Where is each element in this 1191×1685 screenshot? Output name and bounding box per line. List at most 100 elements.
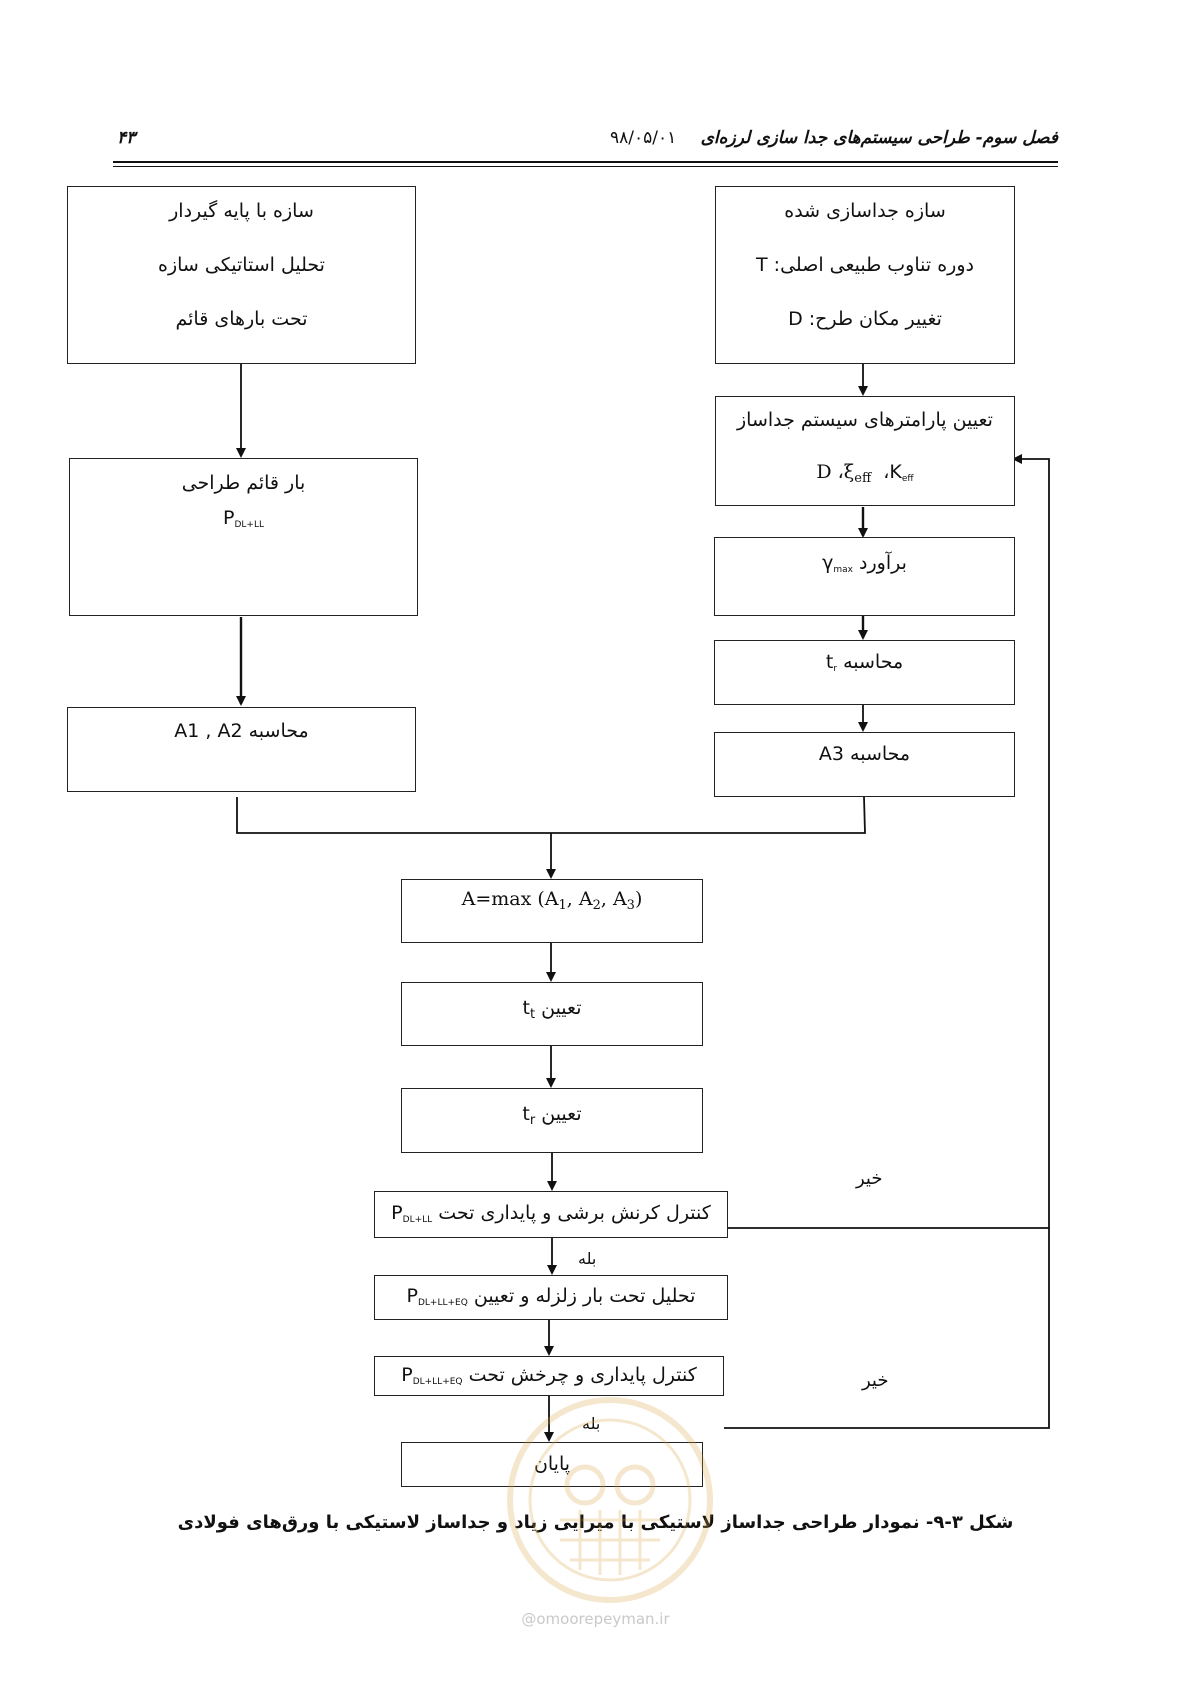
figure-caption: شکل ۳-۹- نمودار طراحی جداساز لاستیکی با … <box>177 1512 1014 1533</box>
decision-yes-1: بله <box>578 1249 597 1268</box>
end-box: پایان <box>401 1442 703 1487</box>
decision-no-2: خیر <box>862 1370 889 1391</box>
rotation-check-sub: DL+LL+EQ <box>412 1377 463 1387</box>
isolated-line2: دوره تناوب طبیعی اصلی: T <box>716 254 1014 276</box>
calc-a3-label: محاسبه <box>850 743 911 765</box>
param-d: D <box>816 461 832 483</box>
shear-check-symbol: P <box>391 1202 403 1224</box>
amax-sub2: 2 <box>592 898 601 913</box>
isolated-line2-label: دوره تناوب طبیعی اصلی: <box>773 254 974 276</box>
eq-analysis-box: تحلیل تحت بار زلزله و تعیین PDL+LL+EQ <box>374 1275 728 1320</box>
rotation-check-box: کنترل پایداری و چرخش تحت PDL+LL+EQ <box>374 1356 724 1396</box>
rotation-check-symbol-wrap: PDL+LL+EQ <box>401 1364 463 1387</box>
tr-calc-box: محاسبه tr <box>714 640 1015 705</box>
amax-mid2: , A <box>600 888 627 910</box>
fixed-base-line2: تحلیل استاتیکی سازه <box>158 254 325 276</box>
gamma-sub: max <box>833 565 853 575</box>
shear-check-symbol-wrap: PDL+LL <box>391 1202 432 1225</box>
isolated-line2-value: T <box>756 254 768 276</box>
tr-symbol: t <box>522 1103 530 1125</box>
watermark-url: @omoorepeyman.ir <box>521 1610 670 1628</box>
tt-box: تعیین tt <box>401 982 703 1046</box>
rotation-check-text: کنترل پایداری و چرخش تحت PDL+LL+EQ <box>375 1364 723 1387</box>
amax-formula: A=max (A1, A2, A3) <box>402 888 702 913</box>
header-date: ۹۸/۰۵/۰۱ <box>610 128 677 148</box>
shear-check-text: کنترل کرنش برشی و پایداری تحت PDL+LL <box>375 1202 727 1225</box>
design-load-label: بار قائم طراحی <box>181 472 306 494</box>
tt-text: تعیین tt <box>402 997 702 1022</box>
decision-yes-2: بله <box>582 1414 601 1433</box>
p-subscript: DL+LL <box>234 520 264 530</box>
header-rule-thin <box>113 166 1058 167</box>
calc-a1a2-value: A1 , A2 <box>174 720 243 742</box>
isolated-line3-value: D <box>788 308 803 330</box>
amax-prefix: A=max (A <box>461 888 559 910</box>
calc-a3-box: محاسبه A3 <box>714 732 1015 797</box>
calc-a1a2-text: محاسبه A1 , A2 <box>68 720 415 742</box>
fixed-base-line1: سازه با پایه گیردار <box>169 200 314 222</box>
isolated-structure-box: سازه جداسازی شده دوره تناوب طبیعی اصلی: … <box>715 186 1015 364</box>
tr-sub: r <box>529 1113 536 1128</box>
tr-label: تعیین <box>541 1103 582 1125</box>
params-symbols: D ،ξeff ،Keff <box>716 461 1014 486</box>
tr-box: تعیین tr <box>401 1088 703 1153</box>
isolated-line3: تغییر مکان طرح: D <box>716 308 1014 330</box>
merge-line <box>236 796 866 834</box>
tt-symbol: t <box>522 997 530 1019</box>
tr-calc-label: محاسبه <box>843 651 904 673</box>
p-symbol: P <box>223 507 235 529</box>
feedback-loop-1 <box>728 454 1050 1229</box>
isolated-line1: سازه جداسازی شده <box>784 200 946 222</box>
header-rule-thick <box>113 161 1058 163</box>
decision-no-1: خیر <box>856 1168 883 1189</box>
calc-a1a2-box: محاسبه A1 , A2 <box>67 707 416 792</box>
amax-end: ) <box>634 888 643 910</box>
tr-calc-symbol: t <box>825 651 834 673</box>
tt-sub: t <box>529 1007 536 1022</box>
isolated-line3-label: تغییر مکان طرح: <box>808 308 942 330</box>
eq-analysis-text: تحلیل تحت بار زلزله و تعیین PDL+LL+EQ <box>375 1285 727 1308</box>
calc-a1a2-label: محاسبه <box>248 720 309 742</box>
eq-analysis-symbol: P <box>406 1285 418 1307</box>
amax-mid1: , A <box>566 888 593 910</box>
gamma-symbol: γ <box>822 552 834 574</box>
chapter-title: فصل سوم- طراحی سیستم‌های جدا سازی لرزه‌ا… <box>700 128 1058 148</box>
eq-analysis-sub: DL+LL+EQ <box>417 1298 468 1308</box>
param-k: K <box>889 461 902 483</box>
gamma-label: برآورد <box>859 552 907 574</box>
rotation-check-label: کنترل پایداری و چرخش تحت <box>468 1364 697 1386</box>
calc-a3-value: A3 <box>818 743 844 765</box>
tt-symbol-wrap: tt <box>522 997 536 1022</box>
shear-check-box: کنترل کرنش برشی و پایداری تحت PDL+LL <box>374 1191 728 1238</box>
end-label: پایان <box>533 1453 571 1475</box>
amax-sub1: 1 <box>558 898 567 913</box>
tr-symbol-wrap: tr <box>522 1103 536 1128</box>
design-load-symbol: PDL+LL <box>70 507 417 530</box>
page-number: ۴۳ <box>117 128 136 148</box>
rotation-check-symbol: P <box>401 1364 413 1386</box>
param-sep-1: ، <box>837 461 844 483</box>
isolator-params-box: تعیین پارامترهای سیستم جداساز D ،ξeff ،K… <box>715 396 1015 506</box>
param-xi: ξ <box>843 461 855 483</box>
tt-label: تعیین <box>541 997 582 1019</box>
param-xi-sub: eff <box>854 471 872 486</box>
tr-calc-sub: r <box>833 664 838 674</box>
gamma-text: برآورد γmax <box>715 552 1014 575</box>
param-sep-2: ، <box>883 461 890 483</box>
tr-calc-symbol-wrap: tr <box>825 651 838 674</box>
tr-text: تعیین tr <box>402 1103 702 1128</box>
amax-sub3: 3 <box>626 898 635 913</box>
fixed-base-line3: تحت بارهای قائم <box>175 308 308 330</box>
param-k-sub: eff <box>901 474 914 484</box>
tr-calc-text: محاسبه tr <box>715 651 1014 674</box>
amax-box: A=max (A1, A2, A3) <box>401 879 703 943</box>
feedback-loop-2 <box>724 1228 1050 1429</box>
design-load-box: بار قائم طراحی PDL+LL <box>69 458 418 616</box>
gamma-estimate-box: برآورد γmax <box>714 537 1015 616</box>
fixed-base-box: سازه با پایه گیردار تحلیل استاتیکی سازه … <box>67 186 416 364</box>
eq-analysis-label: تحلیل تحت بار زلزله و تعیین <box>473 1285 696 1307</box>
params-title: تعیین پارامترهای سیستم جداساز <box>737 409 993 431</box>
gamma-symbol-wrap: γmax <box>822 552 853 575</box>
calc-a3-text: محاسبه A3 <box>715 743 1014 765</box>
